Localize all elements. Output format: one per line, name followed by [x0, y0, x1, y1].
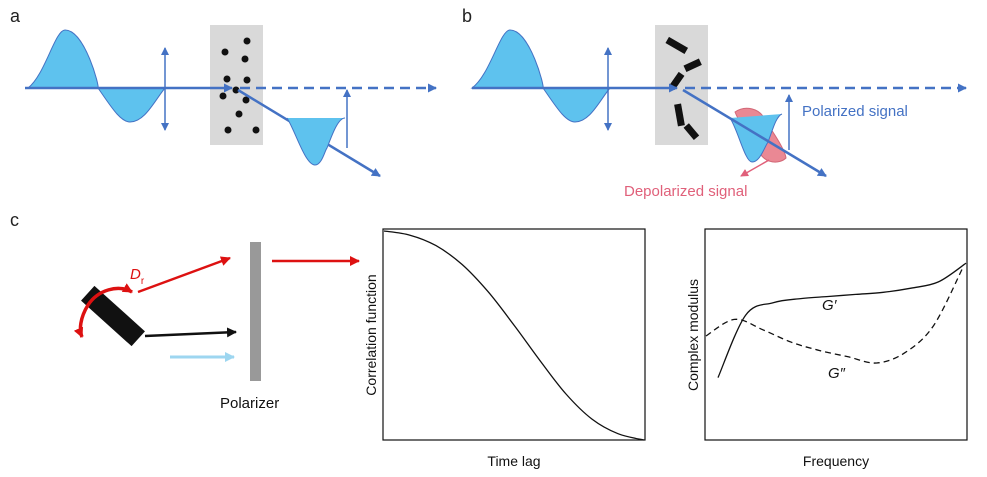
- g-double-prime-label: G″: [828, 365, 846, 382]
- panel-c: c Dr Polarizer Time lag Correlation func…: [10, 210, 968, 469]
- scattered-beam-arrow: [682, 88, 827, 178]
- modulus-chart: G′ G″ Frequency Complex modulus: [685, 228, 968, 469]
- chart-frame: [704, 228, 968, 441]
- rotation-arrow: [73, 283, 133, 338]
- polarized-ray-arrow: [144, 327, 237, 338]
- panel-c-letter: c: [10, 210, 19, 230]
- depolarized-signal-label: Depolarized signal: [624, 183, 747, 200]
- polarizer-label: Polarizer: [220, 395, 279, 412]
- sample-box: [655, 25, 708, 145]
- panel-a: a: [10, 6, 437, 178]
- polarized-signal-label: Polarized signal: [802, 103, 908, 120]
- scattered-wave: [286, 117, 346, 166]
- x-axis-label: Frequency: [803, 453, 869, 469]
- g-prime-curve: [717, 262, 967, 378]
- rotation-label: Dr: [130, 266, 145, 287]
- incident-wave: [470, 29, 544, 89]
- sample-box: [210, 25, 263, 145]
- incident-wave: [26, 29, 99, 89]
- incident-wave-lower: [542, 87, 612, 123]
- chart-frame: [382, 228, 646, 441]
- panel-a-letter: a: [10, 6, 21, 26]
- correlation-curve: [383, 230, 645, 441]
- rod-particles: [665, 36, 702, 141]
- depolarized-ray-arrow: [137, 256, 231, 294]
- particle-dots: [219, 37, 260, 134]
- g-prime-label: G′: [822, 297, 838, 314]
- panel-b: b Polarized signal Depolarized signal: [462, 6, 967, 200]
- rod-particle: [81, 285, 145, 347]
- depolarized-polarization-arrow: [740, 159, 770, 177]
- panel-b-letter: b: [462, 6, 472, 26]
- incident-wave-lower: [97, 87, 167, 123]
- correlation-chart: Time lag Correlation function: [363, 228, 646, 469]
- x-axis-label: Time lag: [487, 453, 540, 469]
- y-axis-label: Correlation function: [363, 274, 379, 395]
- polarizer: [250, 242, 261, 381]
- g-double-prime-curve: [705, 269, 963, 364]
- y-axis-label: Complex modulus: [685, 279, 701, 391]
